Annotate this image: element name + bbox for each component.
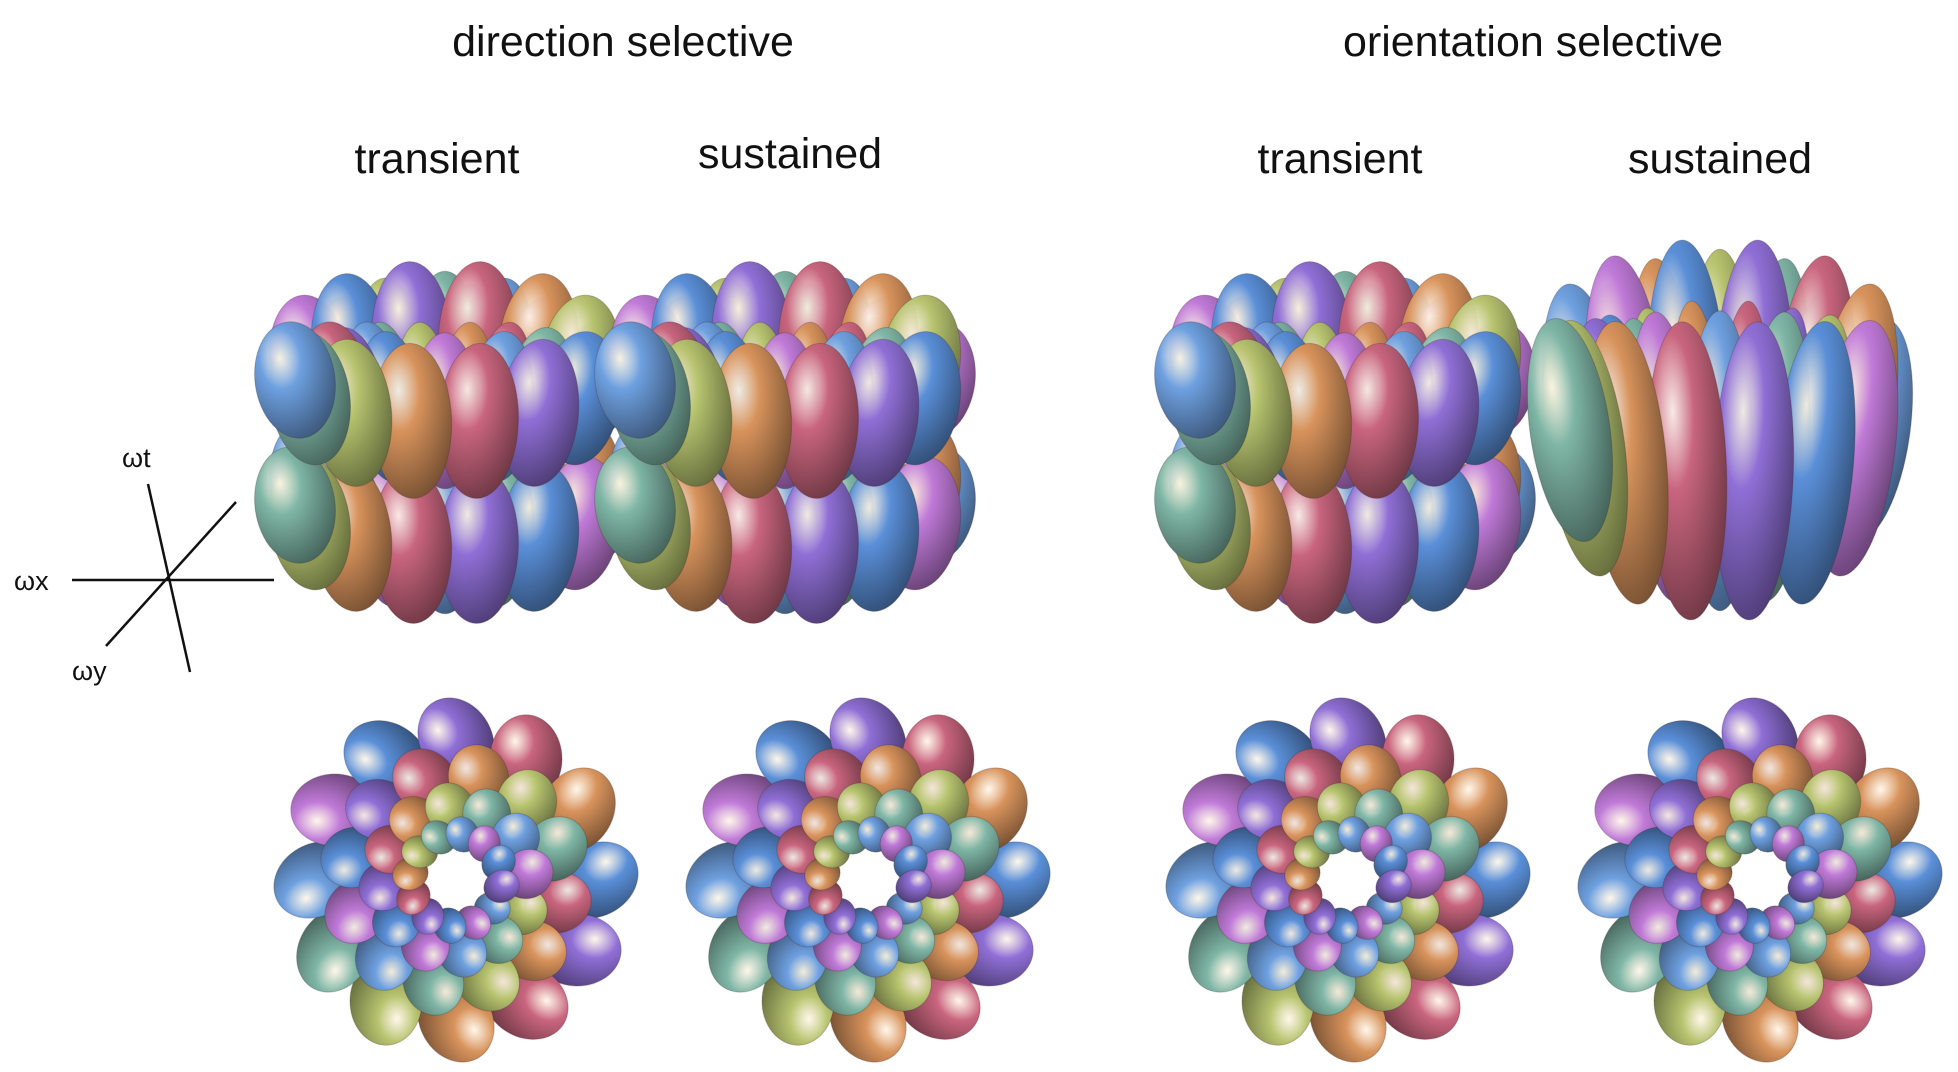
ellipsoid-lobe [594, 321, 676, 439]
axis-y-line [105, 501, 237, 647]
direction-transient-title: transient [354, 135, 520, 183]
direction-transient-top-view [273, 697, 639, 1063]
direction-sustained-top-view [685, 697, 1051, 1063]
axis-label-wt: ωt [122, 443, 151, 473]
orientation-transient-title: transient [1257, 135, 1423, 183]
ellipsoid-lobe [1375, 869, 1412, 904]
center-hole [1732, 852, 1788, 908]
ellipsoid-lobe [483, 869, 520, 904]
ellipsoid-lobe [1787, 869, 1824, 904]
orientation-selective-title: orientation selective [1342, 18, 1724, 66]
orientation-sustained-top-view [1577, 697, 1943, 1063]
ellipsoid-lobe [895, 869, 932, 904]
center-hole [840, 852, 896, 908]
orientation-transient-side-view [1154, 261, 1536, 624]
orientation-sustained-title: sustained [1627, 135, 1813, 183]
axis-label-wy: ωy [72, 656, 107, 686]
center-hole [428, 852, 484, 908]
direction-transient-side-view [254, 261, 636, 624]
orientation-transient-top-view [1165, 697, 1531, 1063]
direction-selective-title: direction selective [452, 18, 794, 66]
ellipsoid-lobe [254, 321, 336, 439]
frequency-axes-icon [72, 483, 274, 673]
orientation-sustained-side-view [1526, 239, 1914, 621]
center-hole [1320, 852, 1376, 908]
ellipsoid-lobe [1154, 321, 1236, 439]
direction-sustained-side-view [594, 261, 976, 624]
ellipsoid-lobe [1526, 317, 1614, 543]
direction-sustained-title: sustained [697, 130, 883, 178]
axis-label-wx: ωx [14, 566, 49, 596]
